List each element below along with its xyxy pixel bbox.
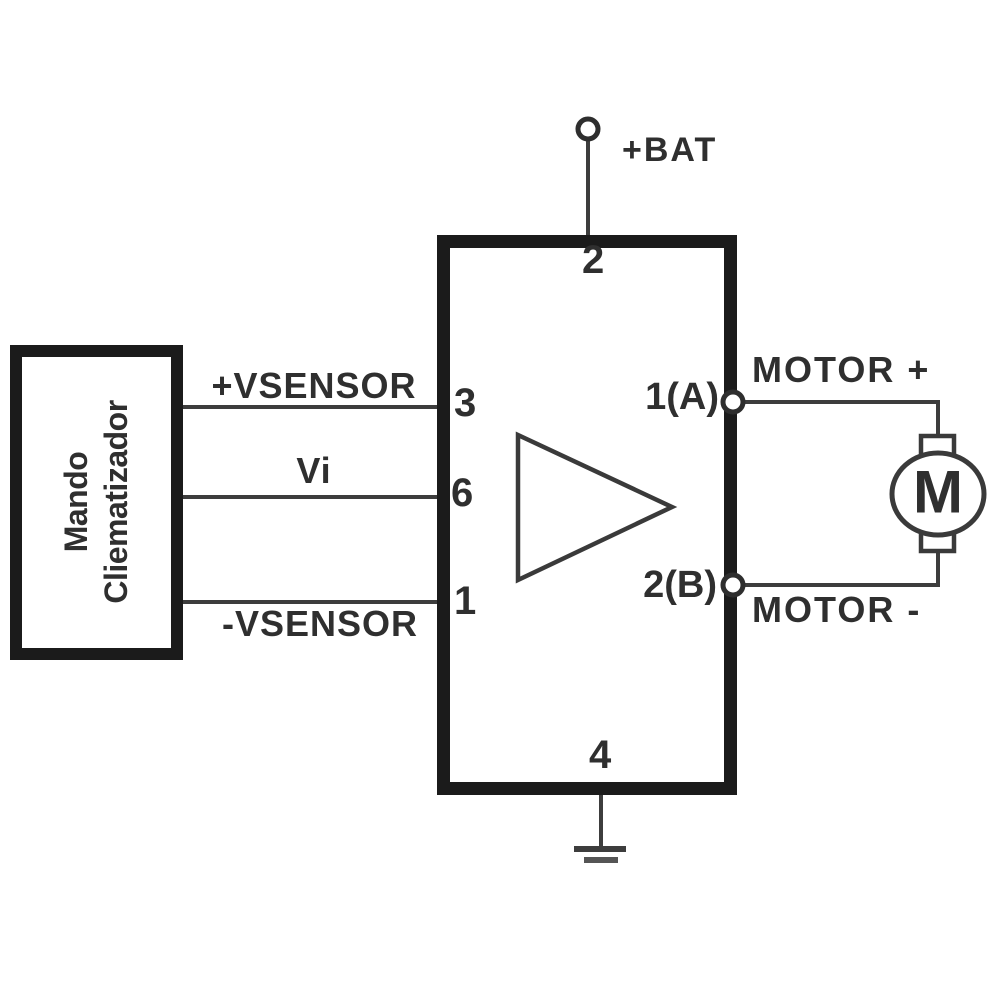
- control-unit-box: [10, 345, 183, 660]
- wire-motor-plus: [741, 400, 940, 438]
- motor-body-icon: [889, 450, 987, 538]
- control-unit-label-line1: Mando: [58, 451, 94, 553]
- control-unit-label: Mando Cliematizador: [56, 400, 136, 603]
- vi-label: Vi: [296, 450, 332, 491]
- pin-3-label: 3: [454, 381, 477, 425]
- motor-letter: M: [913, 458, 963, 526]
- motor-plus-label: MOTOR +: [752, 349, 931, 390]
- terminal-a-icon: [720, 389, 746, 415]
- pin-1a-label: 1(A): [645, 376, 719, 418]
- terminal-b-icon: [720, 572, 746, 598]
- pin-1-label: 1: [454, 579, 477, 623]
- pin-2-label: 2: [582, 238, 605, 282]
- amplifier-triangle-icon: [515, 431, 678, 584]
- driver-ic-box: [437, 235, 737, 795]
- bat-terminal-icon: [575, 116, 601, 142]
- vsensor-minus-label: -VSENSOR: [221, 603, 419, 644]
- pin-2b-label: 2(B): [643, 564, 717, 606]
- bat-label: +BAT: [622, 131, 718, 169]
- control-unit-label-line2: Cliematizador: [98, 400, 134, 604]
- pin-6-label: 6: [451, 471, 474, 515]
- wire-motor-minus: [741, 548, 940, 587]
- pin-4-label: 4: [589, 733, 612, 777]
- vsensor-plus-label: +VSENSOR: [211, 365, 417, 406]
- motor-minus-label: MOTOR -: [752, 589, 922, 630]
